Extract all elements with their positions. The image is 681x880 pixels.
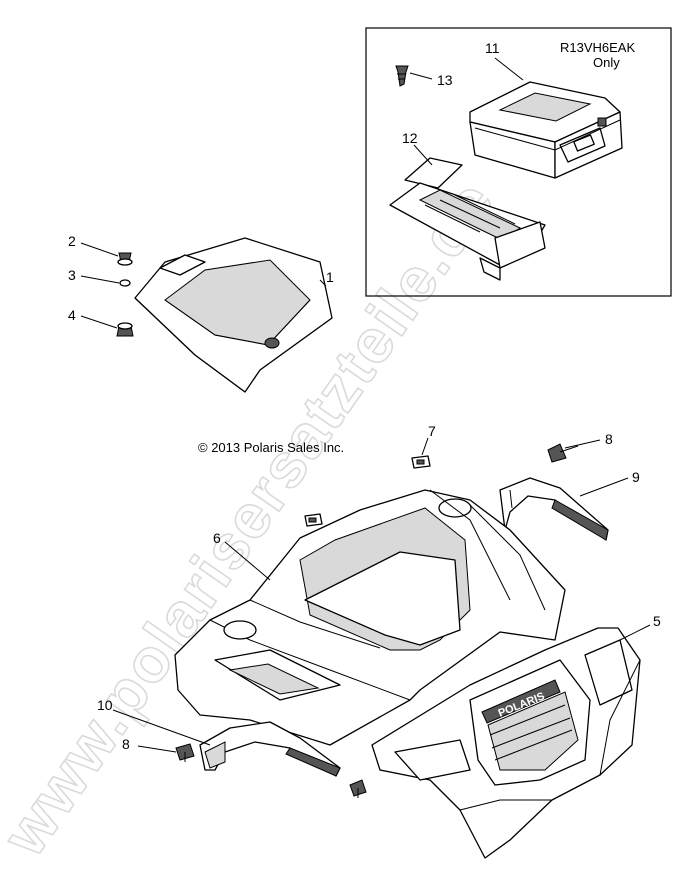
callout-4: 4 <box>68 307 76 323</box>
part-11-storage-case <box>469 81 623 179</box>
inset-box <box>365 27 672 297</box>
callout-9: 9 <box>632 469 640 485</box>
part-1-upper-cover <box>134 237 333 393</box>
part-5-front-fascia: POLARIS <box>371 627 641 859</box>
part-10-fender <box>199 721 341 777</box>
inset-note-only: Only <box>593 55 620 70</box>
callout-8-upper: 8 <box>605 431 613 447</box>
callout-11: 11 <box>485 40 500 56</box>
callout-2: 2 <box>68 233 76 249</box>
part-4-grommet <box>116 322 134 337</box>
inset-note-model: R13VH6EAK <box>560 40 635 55</box>
callout-5: 5 <box>653 613 661 629</box>
callout-10: 10 <box>97 697 113 713</box>
callout-6: 6 <box>213 530 221 546</box>
callout-1: 1 <box>326 269 334 285</box>
part-9-trim <box>499 477 609 541</box>
part-6-hood <box>174 489 566 746</box>
part-13-screw <box>395 65 409 87</box>
part-2-cap <box>117 252 133 266</box>
callout-12: 12 <box>402 130 418 146</box>
callout-8-lower: 8 <box>122 736 130 752</box>
part-7-clip-lower <box>304 513 323 527</box>
callout-3: 3 <box>68 267 76 283</box>
callout-7: 7 <box>428 423 436 439</box>
copyright: © 2013 Polaris Sales Inc. <box>198 440 344 455</box>
part-8-rivet-lower <box>175 743 195 762</box>
loose-rivet-icon <box>349 779 367 798</box>
part-7-clip-upper <box>411 455 431 469</box>
part-12-tray-bracket <box>389 157 546 281</box>
callout-13: 13 <box>437 72 453 88</box>
part-8-rivet-upper <box>547 443 579 463</box>
part-3-washer <box>119 279 131 287</box>
